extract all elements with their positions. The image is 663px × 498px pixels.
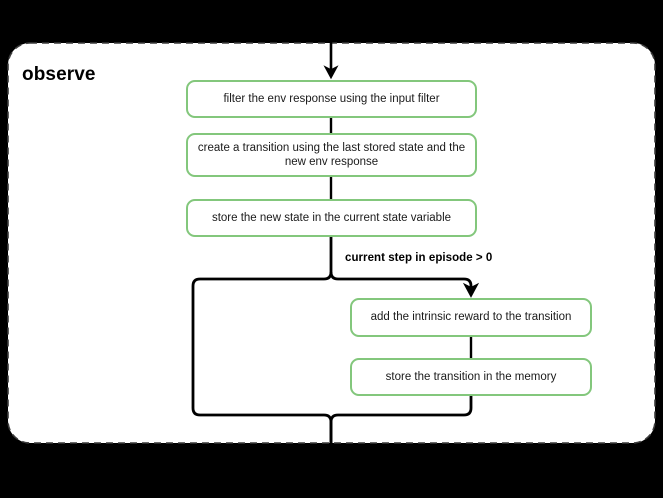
node-create-transition[interactable]: create a transition using the last store… [186, 133, 477, 177]
node-store-new-state[interactable]: store the new state in the current state… [186, 199, 477, 237]
edge-store-transition-to-merge [329, 396, 473, 450]
node-filter-env-response[interactable]: filter the env response using the input … [186, 80, 477, 118]
node-store-transition-memory[interactable]: store the transition in the memory [350, 358, 592, 396]
edge-label-current-step-in-episode: current step in episode > 0 [345, 252, 493, 264]
edge-branch-bypass [191, 271, 333, 450]
page-title: observe [22, 64, 96, 85]
node-add-intrinsic-reward[interactable]: add the intrinsic reward to the transiti… [350, 298, 592, 337]
